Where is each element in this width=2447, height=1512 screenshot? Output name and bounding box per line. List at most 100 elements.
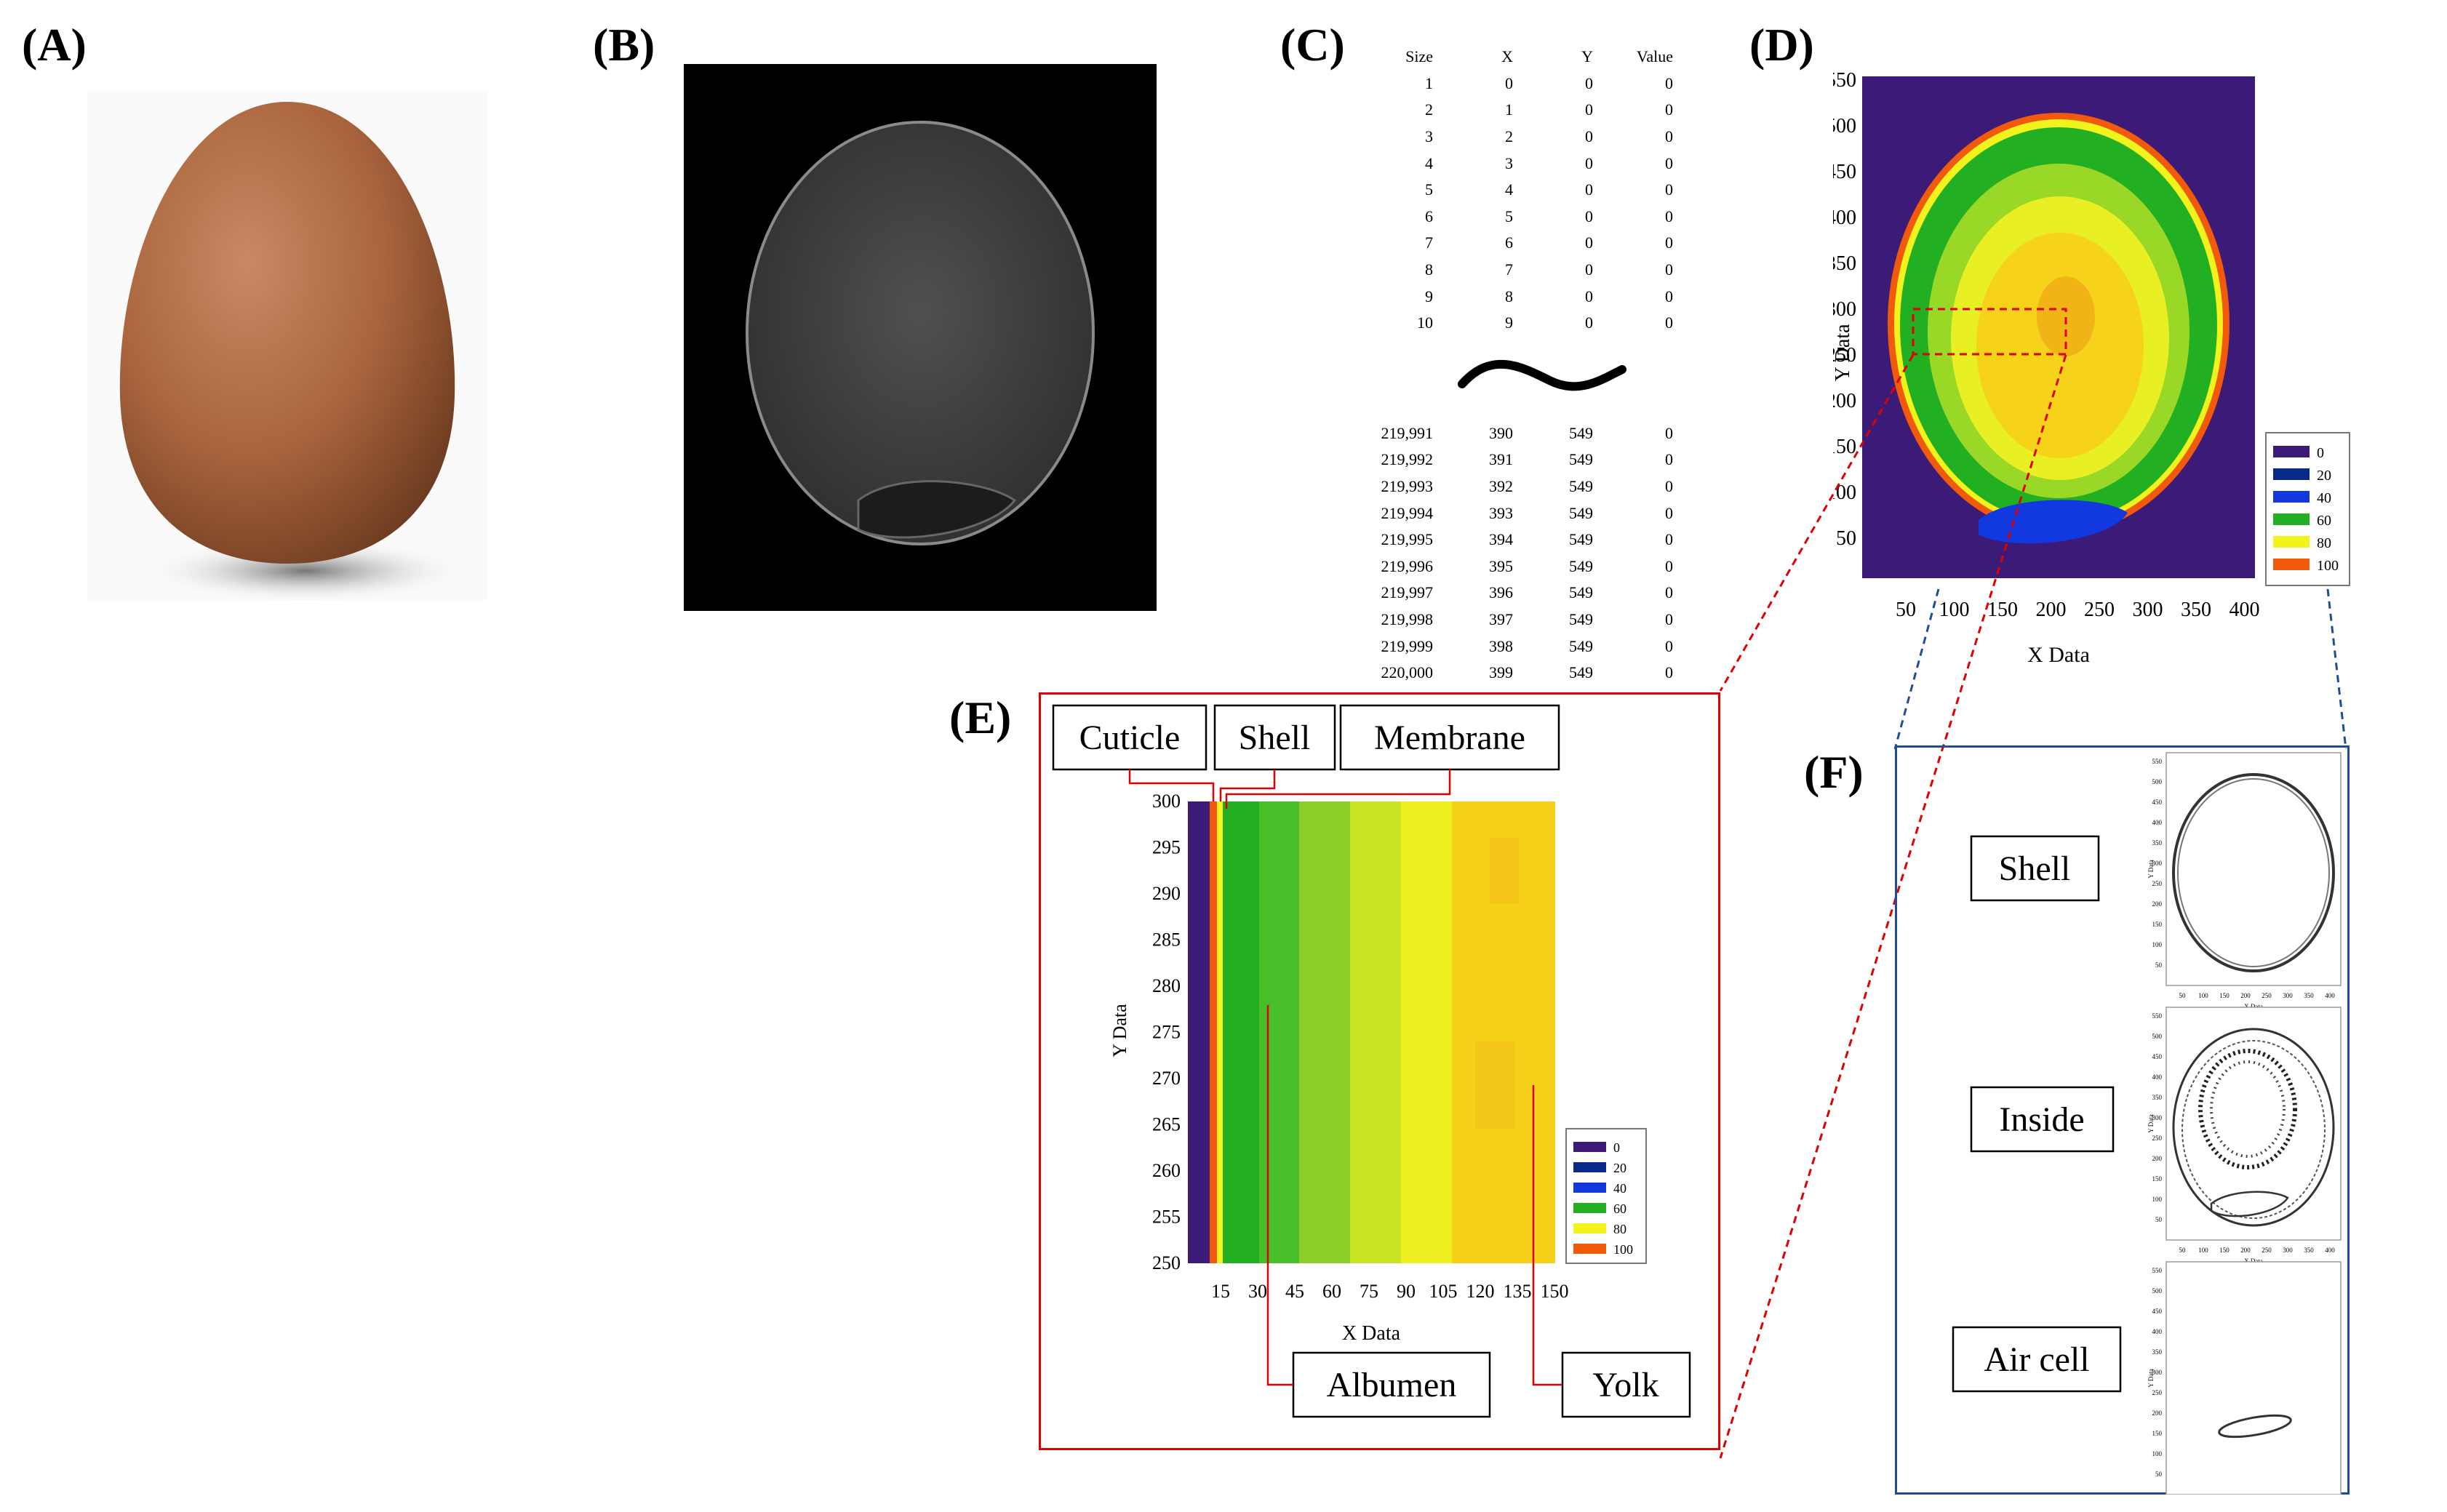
table-cell: 0	[1665, 207, 1673, 225]
y-tick-label: 450	[2152, 799, 2163, 806]
legend-label: 60	[1613, 1201, 1626, 1216]
svg-text:Inside: Inside	[1999, 1100, 2084, 1139]
y-tick-label: 300	[1833, 298, 1856, 321]
y-tick-label: 250	[1152, 1252, 1181, 1273]
table-cell: 549	[1569, 663, 1593, 682]
table-cell: 219,996	[1381, 556, 1434, 575]
table-cell: 549	[1569, 530, 1593, 549]
legend-label: 80	[1613, 1222, 1626, 1236]
x-tick-label: 250	[2084, 599, 2115, 621]
y-tick-label: 50	[1836, 527, 1856, 550]
x-tick-label: 150	[1987, 599, 2018, 621]
y-tick-label: 250	[2152, 880, 2163, 887]
y-tick-label: 500	[2152, 1033, 2163, 1040]
table-cell: 4	[1425, 153, 1433, 172]
x-tick-label: 120	[1466, 1281, 1495, 1302]
table-cell: 219,999	[1381, 636, 1434, 655]
legend-label: 100	[2317, 558, 2339, 574]
table-cell: 219,995	[1381, 530, 1434, 549]
y-tick-label: 550	[2152, 758, 2163, 765]
x-tick-label: 300	[2283, 1247, 2293, 1254]
table-cell: 395	[1489, 556, 1513, 575]
table-cell: 2	[1505, 127, 1513, 146]
table-cell: 8	[1425, 260, 1433, 279]
y-tick-label: 300	[2152, 1114, 2163, 1121]
axis-label-x: X Data	[2027, 643, 2090, 667]
contour-plots-f: Shell Inside Air cell 550500450400350300…	[1952, 752, 2342, 1495]
table-cell: 0	[1665, 73, 1673, 92]
table-cell: 5	[1425, 180, 1433, 199]
panel-label-a: (A)	[22, 19, 87, 71]
mini-plot-aircell: 5505004504003503002502001501005050100150…	[2147, 1261, 2342, 1495]
y-tick-label: 400	[1833, 207, 1856, 229]
table-cell: 391	[1489, 450, 1513, 469]
table-cell: 0	[1585, 313, 1593, 332]
x-tick-label: 135	[1504, 1281, 1532, 1302]
table-cell: 0	[1665, 313, 1673, 332]
y-tick-label: 265	[1152, 1114, 1181, 1135]
axis-label-y: Y Data	[1109, 1004, 1130, 1057]
y-tick-label: 100	[2152, 1196, 2163, 1203]
x-tick-label: 50	[1896, 599, 1916, 621]
svg-text:Cuticle: Cuticle	[1079, 719, 1181, 757]
x-tick-label: 350	[2304, 992, 2314, 999]
table-cell: 3	[1425, 127, 1433, 146]
table-cell: 0	[1585, 73, 1593, 92]
table-cell: 219,997	[1381, 583, 1434, 602]
svg-text:Yolk: Yolk	[1592, 1366, 1658, 1404]
label-shell: Shell	[1970, 835, 2100, 902]
legend-swatch	[1573, 1183, 1606, 1193]
y-tick-label: 350	[2152, 1348, 2163, 1356]
table-cell: 0	[1585, 127, 1593, 146]
callout-yolk: Yolk	[1532, 1085, 1691, 1418]
y-tick-label: 255	[1152, 1207, 1181, 1228]
x-tick-label: 150	[1541, 1281, 1569, 1302]
table-cell: 0	[1665, 609, 1673, 628]
egg-photo	[87, 91, 487, 600]
table-cell: 219,998	[1381, 609, 1434, 628]
label-inside: Inside	[1970, 1086, 2115, 1153]
legend-swatch	[2273, 468, 2310, 480]
legend-label: 60	[2317, 513, 2331, 529]
y-tick-label: 150	[2152, 921, 2163, 928]
legend-label: 40	[1613, 1181, 1626, 1196]
panel-label-c: (C)	[1280, 19, 1345, 71]
table-cell: 549	[1569, 503, 1593, 522]
table-cell: 7	[1505, 260, 1513, 279]
table-cell: 549	[1569, 609, 1593, 628]
table-cell: 0	[1665, 153, 1673, 172]
x-tick-label: 250	[2262, 992, 2272, 999]
continuation-tilde	[1458, 359, 1626, 391]
y-tick-label: 260	[1152, 1160, 1181, 1181]
table-cell: 0	[1585, 233, 1593, 252]
table-cell: 0	[1585, 180, 1593, 199]
y-tick-label: 400	[2152, 1073, 2163, 1081]
table-cell: 549	[1569, 423, 1593, 442]
x-tick-label: 75	[1360, 1281, 1378, 1302]
table-cell: 0	[1585, 260, 1593, 279]
svg-text:Air cell: Air cell	[1984, 1340, 2089, 1379]
table-cell: 0	[1585, 100, 1593, 119]
table-cell: 549	[1569, 636, 1593, 655]
legend-swatch	[2273, 536, 2310, 548]
legend-label: 0	[1613, 1140, 1620, 1155]
table-cell: 549	[1569, 450, 1593, 469]
table-cell: 0	[1665, 287, 1673, 305]
table-cell: 0	[1585, 153, 1593, 172]
svg-text:Shell: Shell	[1239, 719, 1311, 757]
y-tick-label: 50	[2155, 1471, 2163, 1478]
